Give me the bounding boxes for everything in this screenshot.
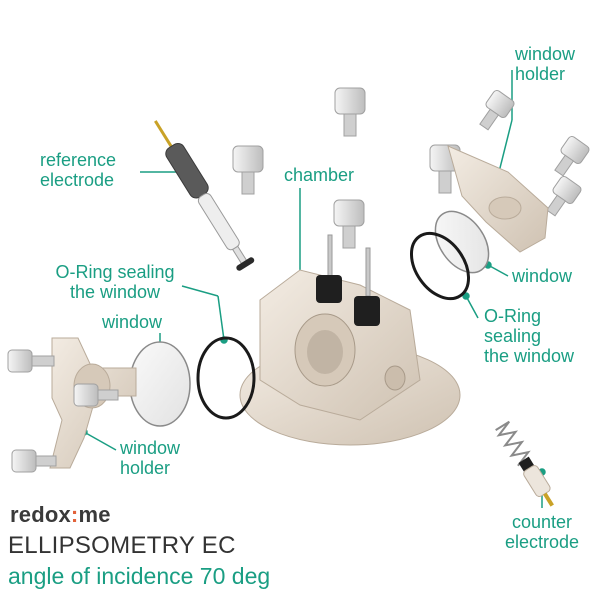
window-disc-left bbox=[129, 341, 191, 427]
thumb-screw bbox=[334, 87, 366, 137]
thumb-screw bbox=[546, 175, 582, 217]
electrode-connector bbox=[354, 247, 380, 326]
label-window-holder-bottom: window holder bbox=[120, 438, 181, 478]
label-o-ring-left: O-Ring sealing the window bbox=[55, 262, 175, 302]
electrode-connector bbox=[316, 234, 342, 303]
brand-logo: redox:me bbox=[10, 502, 111, 527]
thumb-screw bbox=[7, 349, 55, 373]
counter-electrode bbox=[495, 420, 554, 507]
label-window-right: window bbox=[512, 266, 573, 286]
label-window-holder-top: window holder bbox=[515, 44, 576, 84]
window-disc-right bbox=[434, 210, 490, 274]
label-window-left: window bbox=[102, 312, 163, 332]
thumb-screw bbox=[333, 199, 365, 249]
product-title: ELLIPSOMETRY EC bbox=[8, 532, 236, 559]
product-subtitle: angle of incidence 70 deg bbox=[8, 563, 271, 589]
thumb-screw bbox=[554, 135, 590, 177]
thumb-screw bbox=[73, 383, 119, 407]
thumb-screw bbox=[232, 145, 264, 195]
thumb-screw bbox=[479, 89, 515, 131]
label-reference-electrode: reference electrode bbox=[40, 150, 117, 190]
label-o-ring-right: O-Ring sealing the window bbox=[484, 306, 575, 366]
reference-electrode bbox=[154, 120, 255, 271]
o-ring-right bbox=[409, 231, 471, 301]
o-ring-left bbox=[196, 336, 256, 420]
thumb-screw bbox=[11, 449, 57, 473]
label-chamber: chamber bbox=[284, 165, 355, 185]
label-counter-electrode: counter electrode bbox=[504, 512, 580, 552]
